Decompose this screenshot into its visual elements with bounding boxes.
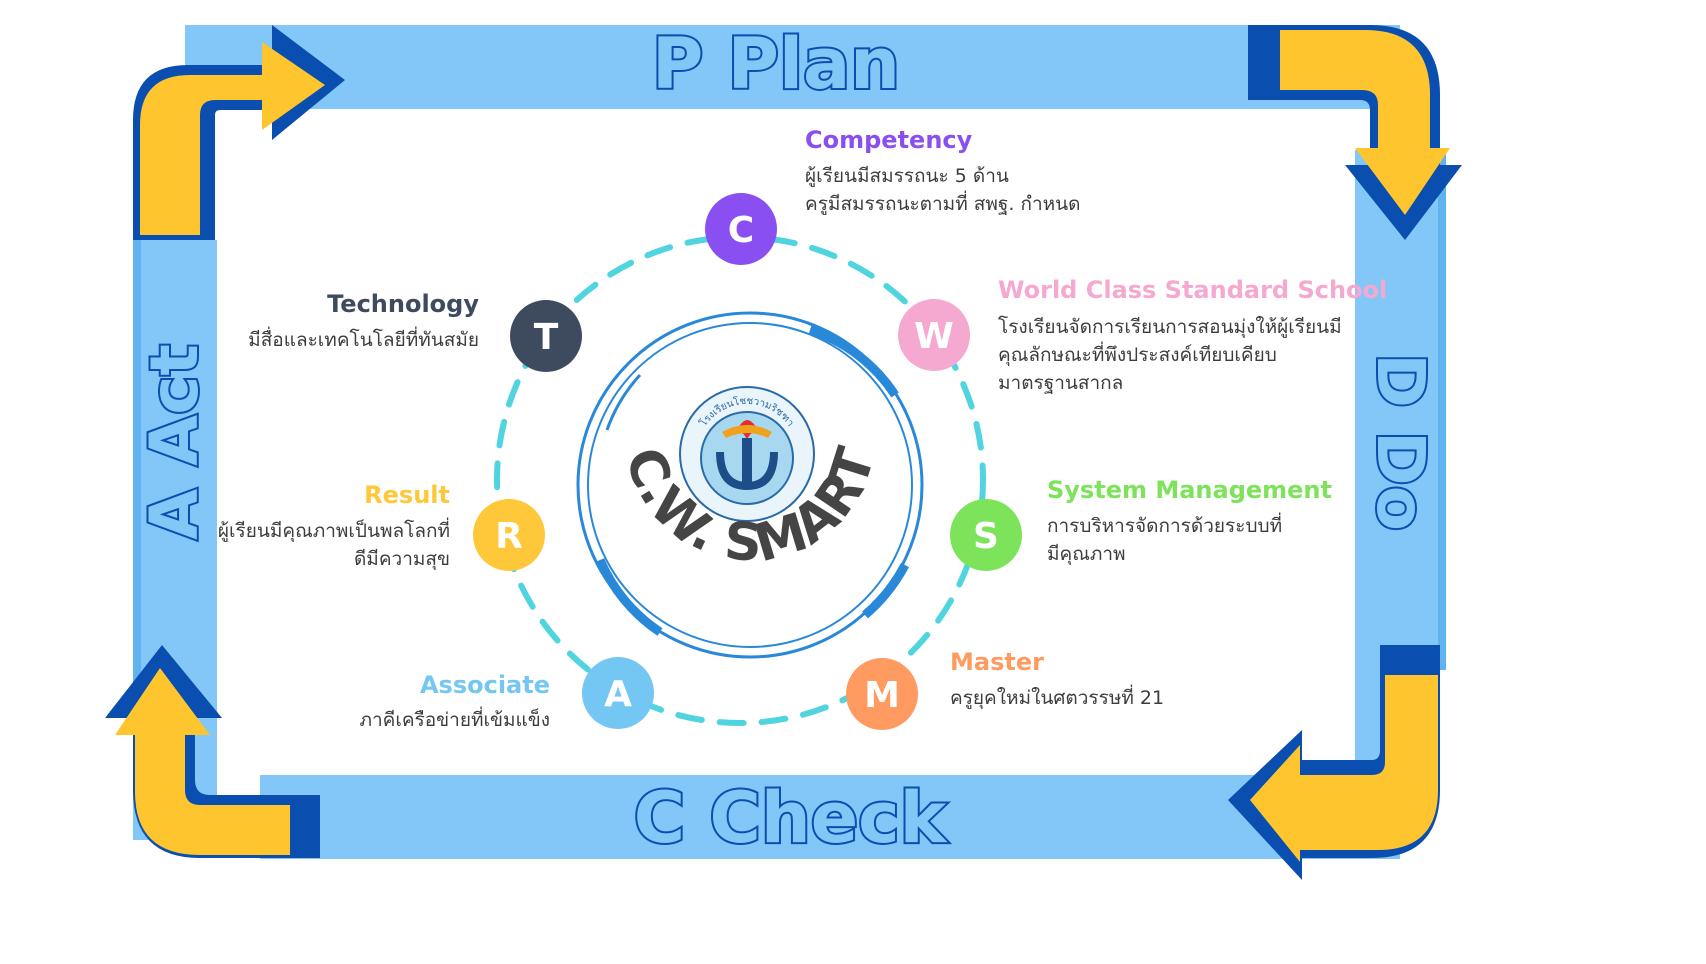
node-title-c: Competency [805, 126, 973, 154]
frame-top-band [185, 25, 1400, 109]
frame-right-edge [1438, 150, 1446, 670]
node-r: R Result ผู้เรียนมีคุณภาพเป็นพลโลกที่ดีมีค… [218, 481, 545, 571]
node-title-a: Associate [420, 671, 550, 699]
node-desc-w-2: คุณลักษณะที่พึงประสงค์เทียบเคียบ [998, 341, 1277, 367]
frame-bottom-band [260, 775, 1400, 859]
arrow-bottom-right [1228, 645, 1440, 880]
node-letter-w: W [914, 316, 954, 357]
node-title-r: Result [364, 481, 450, 509]
arrow-top-right [1248, 25, 1462, 240]
node-circle-a [582, 657, 654, 729]
node-a: A Associate ภาคีเครือข่ายที่เข้มแข็ง [359, 657, 654, 731]
node-desc-s-1: การบริหารจัดการด้วยระบบที่ [1047, 512, 1282, 537]
node-letter-t: T [534, 317, 559, 358]
node-desc-r-1: ผู้เรียนมีคุณภาพเป็นพลโลกที่ [218, 517, 450, 543]
node-letter-a: A [604, 674, 632, 715]
node-letter-r: R [495, 516, 523, 557]
frame-left-edge [133, 240, 141, 720]
node-w: W World Class Standard School โรงเรียนจัดก… [898, 276, 1387, 394]
check-label: C Check [634, 777, 948, 859]
node-desc-a-1: ภาคีเครือข่ายที่เข้มแข็ง [359, 706, 550, 731]
node-desc-m-1: ครูยุคใหม่ในศตวรรษที่ 21 [950, 684, 1164, 710]
do-label: D Do [1362, 353, 1439, 531]
node-m: M Master ครูยุคใหม่ในศตวรรษที่ 21 [846, 648, 1164, 730]
node-title-t: Technology [327, 290, 479, 318]
center-arc-accent-4 [605, 373, 642, 431]
node-circle-t [510, 300, 582, 372]
node-letter-s: S [973, 516, 999, 557]
node-s: S System Management การบริหารจัดการด้วยระบ… [950, 476, 1332, 571]
seal-wings-icon [722, 425, 772, 438]
arrow-bottom-left [105, 645, 320, 858]
node-c: C Competency ผู้เรียนมีสมรรถนะ 5 ด้านครูมี… [705, 126, 1080, 265]
node-letter-m: M [864, 675, 900, 716]
school-seal: โรงเรียนโชชวามริชฑา [679, 386, 815, 522]
node-circle-m [846, 658, 918, 730]
plan-label: P Plan [652, 23, 900, 105]
node-desc-w-3: มาตรฐานสากล [998, 372, 1123, 394]
nodes-layer: C Competency ผู้เรียนมีสมรรถนะ 5 ด้านครูมี… [218, 126, 1387, 731]
node-title-m: Master [950, 648, 1044, 676]
seal-emblem-icon [716, 452, 778, 490]
torch-icon [742, 438, 752, 482]
node-desc-c-1: ผู้เรียนมีสมรรถนะ 5 ด้าน [805, 165, 1009, 187]
node-desc-t-1: มีสื่อและเทคโนโลยีที่ทันสมัย [248, 326, 479, 351]
node-t: T Technology มีสื่อและเทคโนโลยีที่ทันสมัย [248, 290, 582, 372]
node-desc-w-1: โรงเรียนจัดการเรียนการสอนมุ่งให้ผู้เรียน… [998, 315, 1342, 339]
center-arc-accent-2 [862, 562, 909, 619]
node-circle-r [473, 499, 545, 571]
node-letter-c: C [728, 210, 754, 251]
center-arc-accent-1 [808, 325, 899, 398]
node-desc-c-2: ครูมีสมรรถนะตามที่ สพฐ. กำหนด [805, 190, 1080, 215]
center-arc-accent-3 [595, 558, 663, 636]
arrow-top-left [133, 25, 345, 240]
node-title-s: System Management [1047, 476, 1332, 504]
node-title-w: World Class Standard School [998, 276, 1387, 304]
node-circle-s [950, 499, 1022, 571]
center-inner-ring [587, 322, 913, 648]
node-desc-s-2: มีคุณภาพ [1047, 543, 1126, 566]
node-circle-w [898, 299, 970, 371]
node-circle-c [705, 193, 777, 265]
act-label: A Act [136, 344, 213, 540]
node-desc-r-2: ดีมีความสุข [354, 548, 450, 571]
